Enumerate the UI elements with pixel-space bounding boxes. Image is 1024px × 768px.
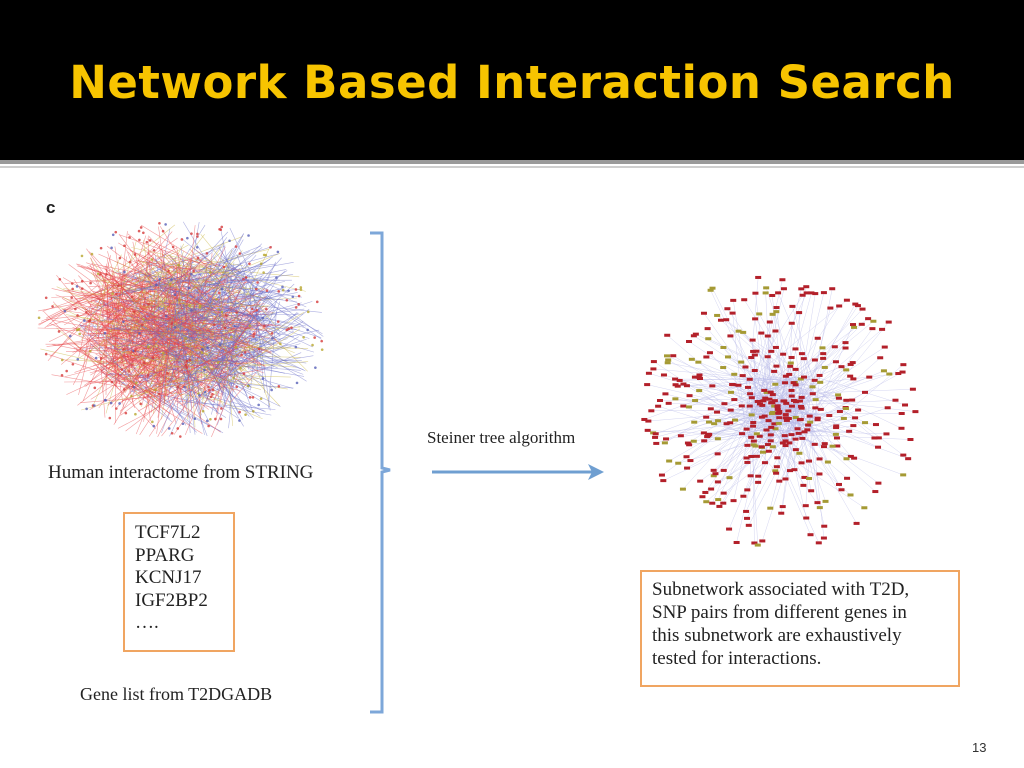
t2d-subnetwork — [641, 275, 919, 547]
arrow-head — [588, 464, 604, 480]
slide-header — [0, 0, 1024, 160]
header-divider — [0, 160, 1024, 164]
interactome-label: Human interactome from STRING — [48, 462, 314, 483]
human-interactome-network — [37, 221, 324, 438]
slide-title: Network Based Interaction Search — [69, 56, 955, 109]
gene-list-box: TCF7L2 PPARG KCNJ17 IGF2BP2 …. — [123, 512, 235, 652]
gene-item: IGF2BP2 — [135, 589, 208, 611]
page-number: 13 — [972, 740, 987, 755]
description-line: SNP pairs from different genes in — [652, 602, 907, 623]
subnetwork-description-box: Subnetwork associated with T2D, SNP pair… — [640, 570, 960, 687]
gene-item: PPARG — [135, 544, 195, 566]
description-line: Subnetwork associated with T2D, — [652, 579, 910, 600]
description-line: this subnetwork are exhaustively — [652, 625, 902, 646]
description-line: tested for interactions. — [652, 648, 822, 669]
gene-list-caption: Gene list from T2DGADB — [80, 684, 273, 704]
gene-item: KCNJ17 — [135, 567, 202, 588]
arrow-label: Steiner tree algorithm — [427, 428, 576, 447]
bracket — [370, 231, 391, 714]
gene-item: …. — [135, 612, 159, 633]
gene-item: TCF7L2 — [135, 522, 201, 543]
panel-letter: c — [46, 198, 56, 217]
header-divider-thin — [0, 166, 1024, 168]
